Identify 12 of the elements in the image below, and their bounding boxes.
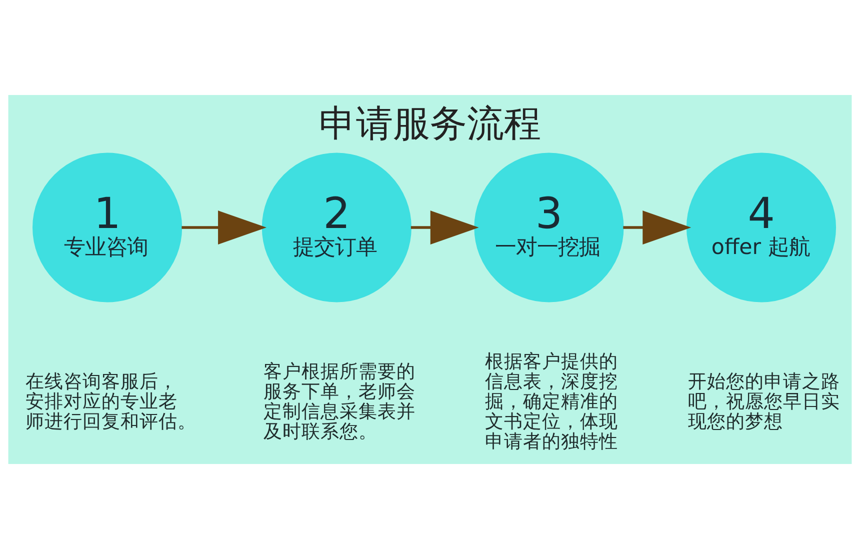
node-label: 根据客户提供的信息表，深度挖掘，确定精准的文书定位，体现申请者的独特性 — [484, 352, 618, 452]
node-circle: 1 专业咨询 — [32, 152, 182, 302]
arrow — [410, 210, 479, 244]
diagram-title: 申请服务流程 — [319, 102, 541, 146]
node-label: 开始您的申请之路吧，祝愿您早日实现您的梦想 — [688, 372, 840, 433]
node-label: 在线咨询客服后，安排对应的专业老师进行回复和评估。 — [25, 372, 196, 433]
arrow — [182, 210, 267, 244]
node-circle: 3 一对一挖掘 — [474, 152, 624, 302]
node-label: 客户根据所需要的服务下单，老师会定制信息采集表并及时联系您。 — [263, 362, 416, 442]
arrow — [623, 210, 692, 244]
node-circle: 4 offer 起航 — [686, 152, 836, 302]
node-circle: 2 提交订单 — [262, 152, 412, 302]
